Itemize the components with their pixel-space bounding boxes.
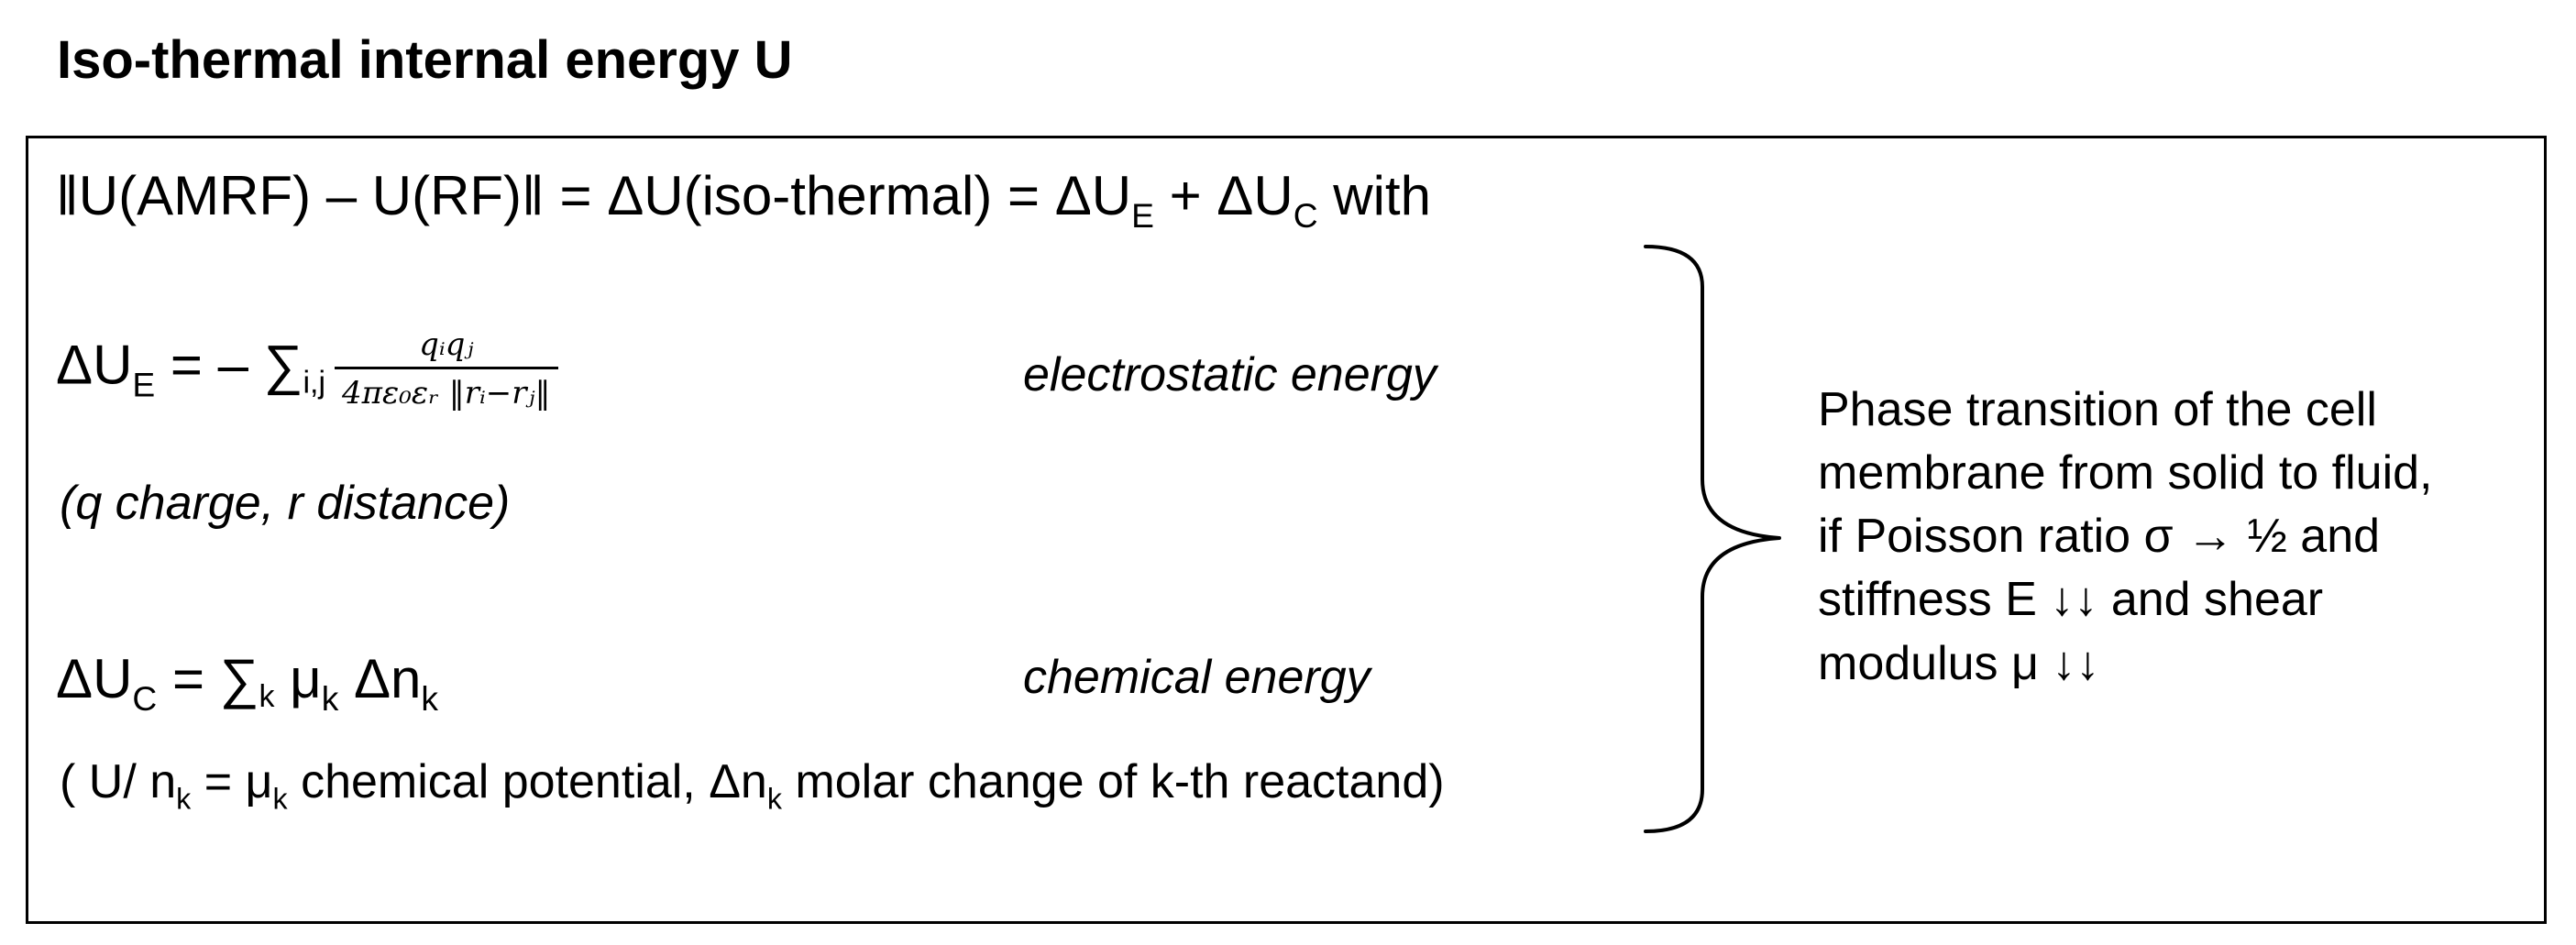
side-line: Phase transition of the cell [1818,383,2377,436]
side-line: if Poisson ratio σ → ½ and [1818,510,2381,564]
side-line: modulus μ ↓↓ [1818,636,2100,690]
chemical-energy-label: chemical energy [1023,651,1371,704]
page-title: Iso-thermal internal energy U [57,30,793,90]
side-line: stiffness E ↓↓ and shear [1818,573,2324,627]
chemical-sum-sub: k [259,679,275,714]
phase-transition-text: Phase transition of the cell membrane fr… [1818,379,2533,696]
headline-plus: + ΔU [1153,165,1294,226]
chemical-note-a-sub: k [176,782,192,816]
chemical-note-c: chemical potential, Δn [287,755,767,808]
electrostatic-lhs: ΔU [56,334,133,396]
headline-main: ‖U(AMRF) – U(RF)‖ = ΔU(iso-thermal) = ΔU [56,165,1132,226]
chemical-mu-sub: k [321,679,339,719]
electrostatic-energy-label: electrostatic energy [1023,348,1437,401]
energy-difference-equation: ‖U(AMRF) – U(RF)‖ = ΔU(iso-thermal) = ΔU… [56,164,1431,233]
chemical-note-a: ( U/ n [60,755,177,808]
chemical-note-b-sub: k [272,782,288,816]
chemical-mu: μ [274,648,322,709]
energy-panel: ‖U(AMRF) – U(RF)‖ = ΔU(iso-thermal) = ΔU… [26,136,2547,924]
electrostatic-sum: = – ∑ [155,334,303,396]
fraction-numerator: qᵢqⱼ [335,326,558,369]
chemical-note-b: = μ [191,755,273,808]
chemical-dn: Δn [338,648,422,709]
headline-sub-e: E [1131,196,1154,236]
chemical-dn-sub: k [421,679,438,719]
headline-sub-c: C [1293,196,1318,236]
electrostatic-note: (q charge, r distance) [60,477,511,530]
chemical-lhs-sub: C [132,679,158,719]
electrostatic-equation: ΔUE = – ∑i,j qᵢqⱼ 4πε₀εᵣ ‖rᵢ−rⱼ‖ [56,326,558,412]
headline-tail: with [1317,165,1431,226]
fraction-denominator: 4πε₀εᵣ ‖rᵢ−rⱼ‖ [342,375,551,412]
right-curly-brace [1644,245,1781,833]
chemical-equation: ΔUC = ∑k μk Δnk [56,647,438,719]
side-line: membrane from solid to fluid, [1818,446,2433,500]
chemical-note: ( U/ nk = μk chemical potential, Δnk mol… [60,754,1445,813]
chemical-note-d: molar change of k-th reactand) [781,755,1445,808]
electrostatic-sum-sub: i,j [303,365,325,401]
electrostatic-lhs-sub: E [132,365,156,404]
chemical-sum: = ∑ [157,648,259,709]
chemical-note-c-sub: k [766,782,782,816]
chemical-lhs: ΔU [56,648,133,709]
coulomb-fraction: qᵢqⱼ 4πε₀εᵣ ‖rᵢ−rⱼ‖ [335,326,558,412]
